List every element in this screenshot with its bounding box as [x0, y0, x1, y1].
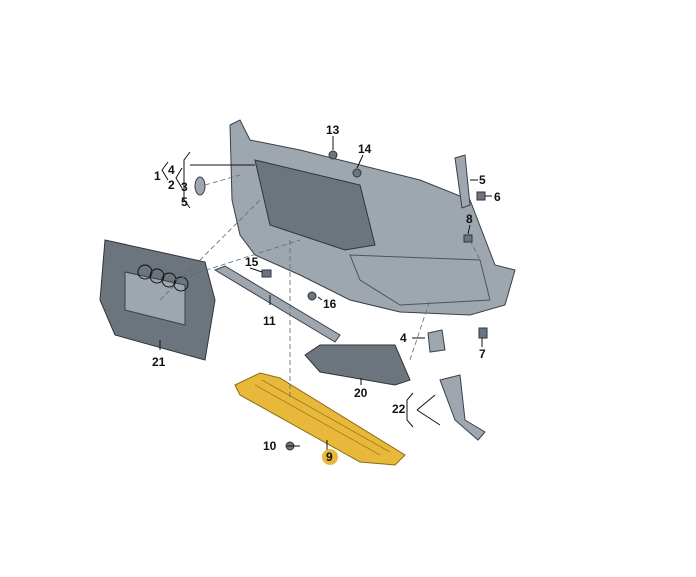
- side-bracket: [454, 154, 471, 209]
- label-9: 9: [326, 450, 333, 464]
- screw-icon: [328, 150, 338, 160]
- label-2: 2: [168, 178, 175, 192]
- label-10: 10: [263, 439, 277, 453]
- screw-icon: [352, 168, 362, 178]
- radiator-grille: [99, 239, 216, 361]
- screw-icon: [307, 291, 317, 301]
- tow-eye-cover: [427, 329, 446, 353]
- clip-icon: [261, 269, 272, 278]
- label-1: 1: [154, 169, 161, 183]
- label-7: 7: [479, 347, 486, 361]
- trim-strip: [213, 265, 341, 343]
- label-8: 8: [466, 212, 473, 226]
- label-15: 15: [245, 255, 259, 269]
- label-20: 20: [354, 386, 368, 400]
- label-13: 13: [326, 123, 340, 137]
- highlight-marker: [322, 449, 338, 465]
- bracket-22: [439, 374, 486, 441]
- label-4: 4: [168, 163, 175, 177]
- label-16: 16: [323, 297, 337, 311]
- cap-icon: [194, 176, 206, 196]
- label-5: 5: [479, 173, 486, 187]
- label-5: 5: [181, 195, 188, 209]
- front-bumper: [229, 119, 516, 316]
- clip-icon: [476, 191, 486, 201]
- label-11: 11: [263, 314, 276, 328]
- label-14: 14: [358, 142, 372, 156]
- fog-light-grille: [304, 344, 411, 386]
- label-3: 3: [181, 180, 188, 194]
- clip-icon: [478, 327, 488, 339]
- label-4: 4: [400, 331, 407, 345]
- label-6: 6: [494, 190, 501, 204]
- underbody-guard-highlighted: [234, 372, 406, 466]
- label-22: 22: [392, 402, 406, 416]
- clip-icon: [463, 234, 473, 243]
- label-21: 21: [152, 355, 166, 369]
